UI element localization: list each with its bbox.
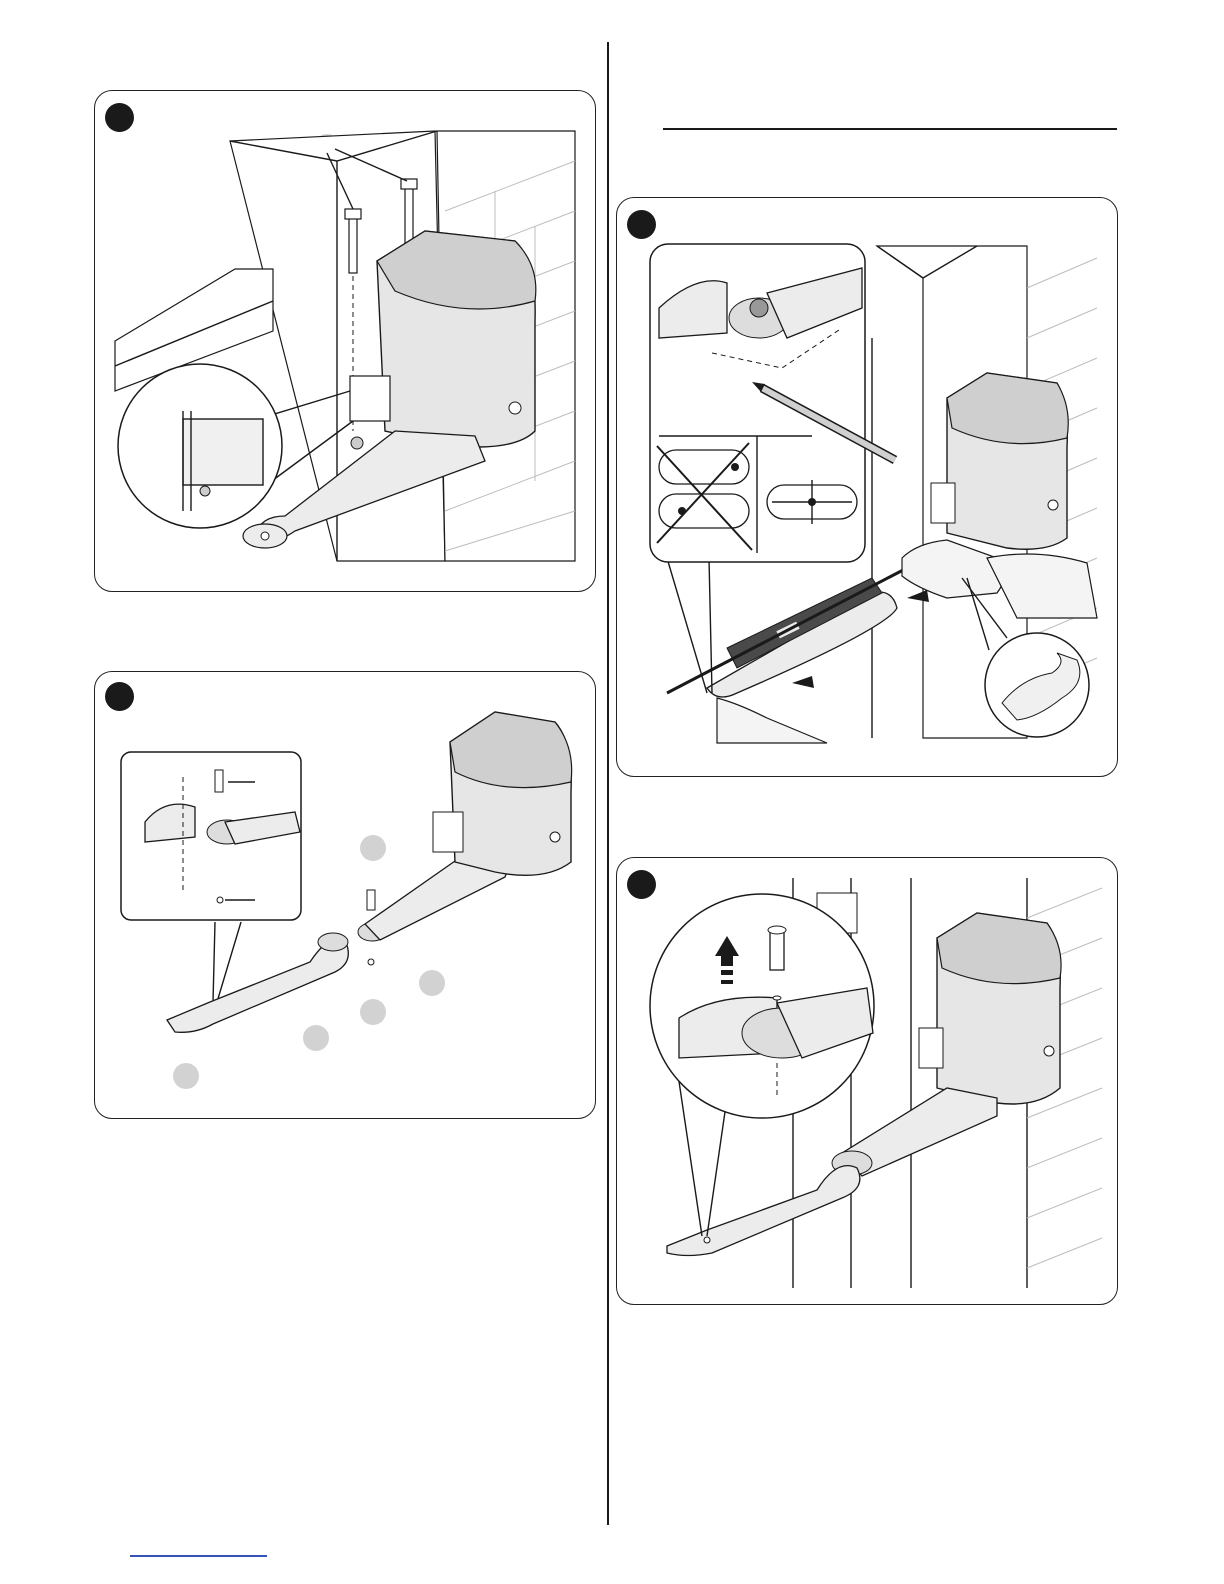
motor-icon <box>931 373 1068 549</box>
pin-removal-illustration <box>617 858 1117 1304</box>
level-marking-illustration <box>617 198 1117 776</box>
exploded-arm-illustration <box>95 672 595 1118</box>
footer-link-underline <box>130 1555 267 1557</box>
arm-icon <box>667 1166 860 1256</box>
motor-icon <box>433 712 572 875</box>
arm-icon <box>167 938 348 1032</box>
section-rule <box>663 128 1117 130</box>
pin-icon <box>768 926 786 970</box>
figure-4 <box>616 857 1118 1305</box>
motor-pillar-illustration <box>95 91 595 591</box>
arrow-icon <box>792 676 814 688</box>
motor-icon <box>919 913 1061 1104</box>
figure-2 <box>94 671 596 1119</box>
arrow-icon <box>907 590 929 602</box>
figure-3 <box>616 197 1118 777</box>
figure-1 <box>94 90 596 592</box>
column-divider <box>607 42 609 1525</box>
